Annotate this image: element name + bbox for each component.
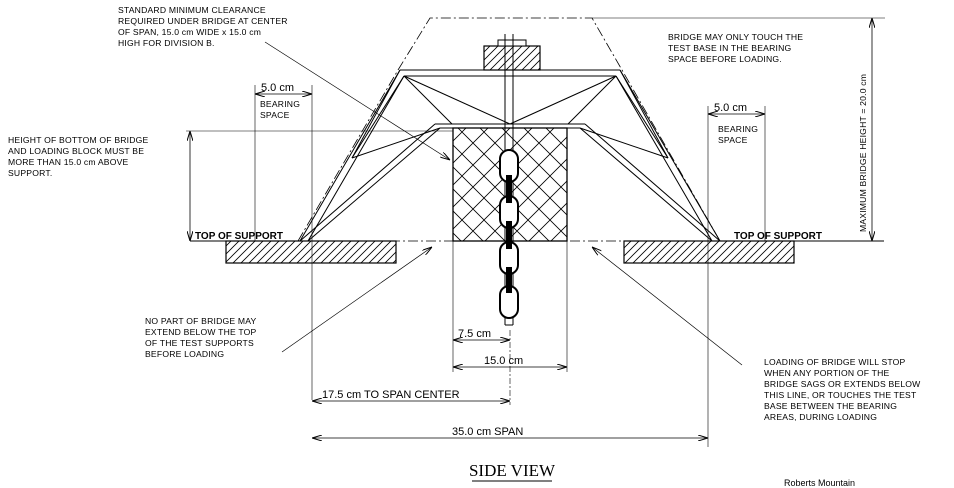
extension-lines: [186, 85, 766, 447]
note-clearance: STANDARD MINIMUM CLEARANCE REQUIRED UNDE…: [118, 5, 290, 48]
loading-chain: [499, 149, 519, 319]
note-loading-stop: LOADING OF BRIDGE WILL STOP WHEN ANY POR…: [764, 357, 923, 422]
label-max-height: MAXIMUM BRIDGE HEIGHT = 20.0 cm: [858, 74, 868, 232]
label-top-of-support-right: TOP OF SUPPORT: [734, 231, 822, 242]
dim-text-block: 15.0 cm: [484, 355, 523, 367]
weight-nut: [497, 39, 527, 47]
right-test-support: [623, 240, 795, 264]
note-bearing-touch: BRIDGE MAY ONLY TOUCH THE TEST BASE IN T…: [668, 32, 806, 64]
label-bearing-space-left: BEARING SPACE: [260, 99, 303, 120]
label-top-of-support-left: TOP OF SUPPORT: [195, 231, 283, 242]
left-test-support: [225, 240, 397, 264]
dim-text-half-block: 7.5 cm: [458, 328, 491, 340]
leader-no-part: [281, 247, 432, 353]
leader-clearance: [264, 41, 450, 160]
dim-text-to-center: 17.5 cm TO SPAN CENTER: [322, 389, 460, 401]
note-height-bottom: HEIGHT OF BOTTOM OF BRIDGE AND LOADING B…: [8, 135, 151, 178]
max-height-envelope: [297, 17, 721, 242]
leader-loading-stop: [592, 247, 743, 366]
dim-text-bearing-left: 5.0 cm: [261, 82, 294, 94]
diagram-title: SIDE VIEW: [469, 461, 556, 480]
footer-text: Roberts Mountain: [784, 478, 855, 488]
note-no-part: NO PART OF BRIDGE MAY EXTEND BELOW THE T…: [145, 316, 259, 359]
loading-weight: [483, 45, 541, 71]
dim-text-span: 35.0 cm SPAN: [452, 426, 523, 438]
label-bearing-space-right: BEARING SPACE: [718, 124, 761, 145]
dim-text-bearing-right: 5.0 cm: [714, 102, 747, 114]
